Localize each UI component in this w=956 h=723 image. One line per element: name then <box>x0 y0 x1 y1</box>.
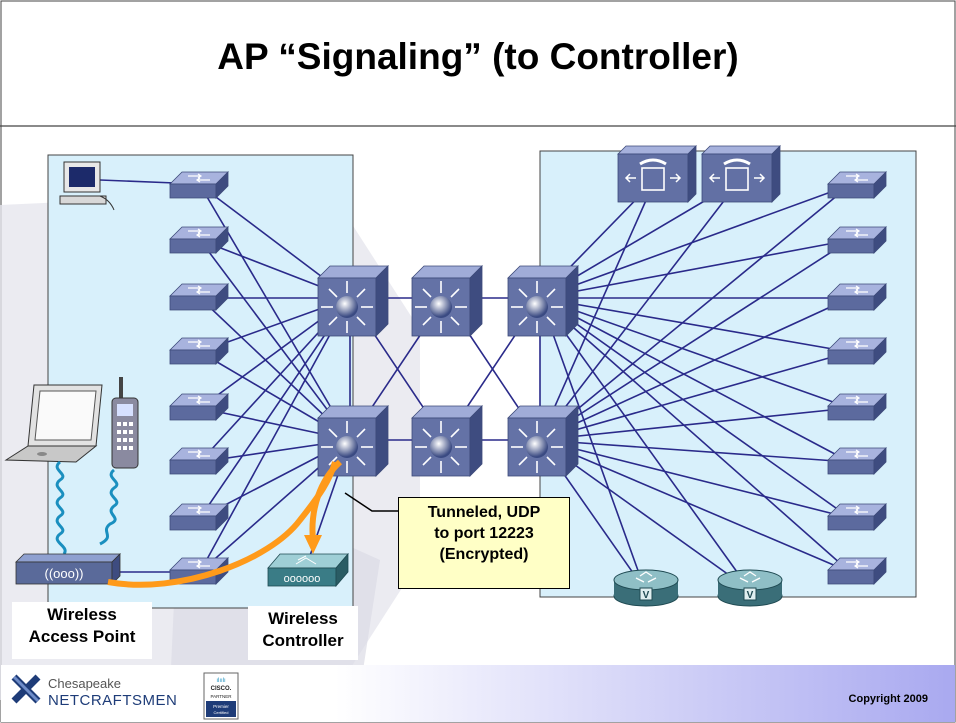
switch-icon <box>169 393 229 421</box>
svg-text:Certified: Certified <box>214 710 229 715</box>
voice-router-icon <box>613 569 679 607</box>
footer-bar <box>1 665 955 722</box>
access-point-icon: ((ooo)) <box>15 553 121 585</box>
switch-icon <box>169 283 229 311</box>
layer3-switch-icon <box>411 265 483 337</box>
callout-leader <box>344 492 398 512</box>
layer3-switch-icon <box>411 405 483 477</box>
switch-icon <box>169 171 229 199</box>
switch-icon <box>827 393 887 421</box>
switch-icon <box>169 337 229 365</box>
switch-icon <box>169 447 229 475</box>
tunnel-arrowhead <box>304 535 322 554</box>
controller-label: Wireless Controller <box>248 606 358 660</box>
svg-text:Premier: Premier <box>213 704 229 709</box>
svg-text:oooooo: oooooo <box>284 573 321 585</box>
layer3-switch-icon <box>317 265 389 337</box>
ip-phone-server-icon <box>700 144 782 204</box>
slide-title: AP “Signaling” (to Controller) <box>217 36 739 77</box>
ip-phone-server-icon <box>616 144 698 204</box>
svg-text:PARTNER: PARTNER <box>210 694 232 699</box>
tunnel-path-to-controller <box>309 459 343 541</box>
layer3-switch-icon <box>507 265 579 337</box>
callout-line-3: (Encrypted) <box>439 546 529 563</box>
switch-icon <box>827 447 887 475</box>
svg-text:ılıılı: ılıılı <box>216 678 226 684</box>
layer3-switch-icon <box>317 405 389 477</box>
laptop-icon <box>4 384 103 463</box>
switch-icon <box>827 557 887 585</box>
switch-icon <box>169 226 229 254</box>
layer3-switch-icon <box>507 405 579 477</box>
switch-icon <box>827 337 887 365</box>
switch-icon <box>827 226 887 254</box>
controller-label-line-2: Controller <box>262 631 344 650</box>
copyright-text: Copyright 2009 <box>848 693 928 705</box>
switch-icon <box>169 503 229 531</box>
wireless-controller-icon: oooooo <box>267 552 349 588</box>
access-point-label-line-1: Wireless <box>47 605 117 624</box>
cisco-partner-badge: ılıılı CISCO. PARTNER Premier Certified <box>203 672 239 720</box>
workstation-icon <box>59 161 115 211</box>
controller-label-line-1: Wireless <box>268 609 338 628</box>
access-point-label-line-2: Access Point <box>28 627 136 646</box>
company-name-line-2: NETCRAFTSMEN <box>48 692 178 709</box>
tunnel-callout: Tunneled, UDP to port 12223 (Encrypted) <box>398 497 570 589</box>
access-point-label: Wireless Access Point <box>12 602 152 659</box>
wireless-phone-icon <box>111 377 139 469</box>
voice-router-icon <box>717 569 783 607</box>
callout-line-1: Tunneled, UDP <box>427 504 541 521</box>
switch-icon <box>827 171 887 199</box>
svg-text:CISCO.: CISCO. <box>211 686 232 692</box>
switch-icon <box>827 283 887 311</box>
svg-text:((ooo)): ((ooo)) <box>44 566 83 581</box>
company-name-line-1: Chesapeake <box>48 676 121 691</box>
callout-line-2: to port 12223 <box>434 525 534 542</box>
netcraftsmen-logo <box>11 674 41 704</box>
wireless-signal <box>55 460 119 555</box>
switch-icon <box>827 503 887 531</box>
